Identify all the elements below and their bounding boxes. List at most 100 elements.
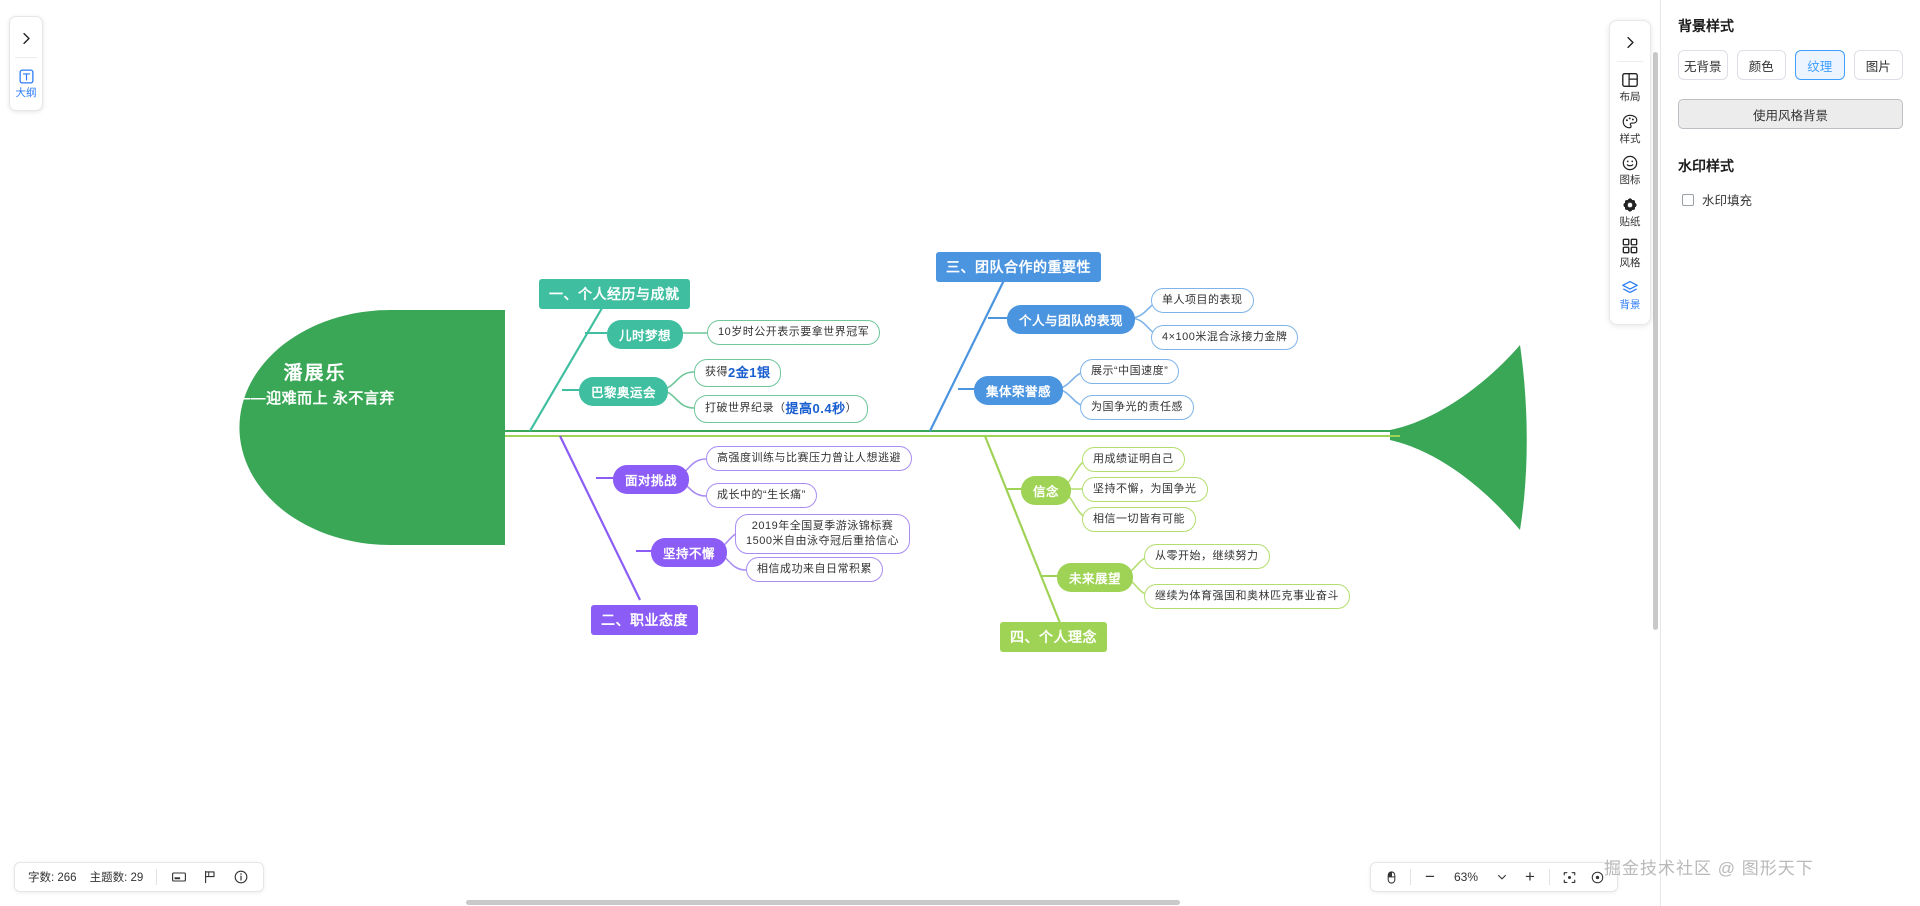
background-option-image[interactable]: 图片 (1853, 50, 1903, 80)
subtopic-node-3[interactable]: 面对挑战 (613, 465, 690, 494)
leaf-node-14[interactable]: 相信一切皆有可能 (1082, 507, 1196, 532)
leaf-2-highlight: 2金1银 (728, 365, 771, 380)
leaf-node-8[interactable]: 单人项目的表现 (1151, 288, 1254, 313)
subtopic-node-7[interactable]: 信念 (1021, 476, 1072, 505)
word-count: 字数: 266 (28, 872, 77, 884)
watermark-style-title: 水印样式 (1678, 158, 1734, 174)
chevron-right-icon (1626, 36, 1634, 48)
background-style-options: 无背景 颜色 纹理 图片 (1678, 50, 1903, 80)
watermark-fill-label: 水印填充 (1702, 194, 1753, 208)
leaf-3-highlight: 提高0.4秒 (785, 401, 846, 416)
leaf-node-1[interactable]: 10岁时公开表示要拿世界冠军 (707, 320, 881, 345)
left-toolbar: 大纲 (9, 16, 43, 111)
topic-count: 主题数: 29 (89, 872, 144, 884)
leaf-node-9[interactable]: 4×100米混合泳接力金牌 (1151, 325, 1299, 350)
grid-squares-icon (1620, 236, 1640, 256)
sidebar-item-style[interactable]: 样式 (1620, 108, 1641, 150)
sidebar-item-outline-label: 大纲 (15, 87, 37, 99)
mindmap-canvas[interactable]: 潘展乐 ——迎难而上 永不言弃 一、个人经历与成就 二、职业态度 三、团队合作的… (0, 0, 1660, 906)
background-style-title: 背景样式 (1678, 18, 1734, 34)
category-node-3[interactable]: 三、团队合作的重要性 (936, 252, 1101, 282)
sidebar-item-layout[interactable]: 布局 (1620, 66, 1641, 108)
fish-tail-shape (1390, 345, 1527, 530)
sidebar-item-background[interactable]: 背景 (1620, 274, 1641, 316)
rib-cat1 (529, 290, 613, 432)
category-node-2[interactable]: 二、职业态度 (591, 605, 698, 635)
zoom-divider-1 (1410, 869, 1411, 885)
subtopic-node-1[interactable]: 儿时梦想 (607, 320, 684, 349)
leaf-node-11[interactable]: 为国争光的责任感 (1080, 395, 1194, 420)
layers-icon (1620, 278, 1640, 298)
subtopic-node-4[interactable]: 坚持不懈 (651, 538, 728, 567)
sidebar-item-sticker-label: 贴纸 (1619, 215, 1641, 228)
canvas-horizontal-scrollbar[interactable] (0, 898, 1660, 906)
zoom-toolbar: − 63% + (1370, 862, 1618, 892)
info-circle-icon[interactable] (232, 868, 250, 886)
chevron-right-icon (22, 32, 30, 44)
right-toolbar-divider (1617, 61, 1643, 62)
sidebar-item-background-label: 背景 (1619, 298, 1641, 311)
mouse-pointer-icon[interactable] (1382, 868, 1400, 886)
sidebar-item-layout-label: 布局 (1619, 91, 1641, 103)
chevron-down-icon[interactable] (1493, 868, 1511, 886)
canvas-vertical-scrollbar[interactable] (1651, 0, 1659, 906)
leaf-node-4[interactable]: 高强度训练与比赛压力曾让人想逃避 (706, 446, 912, 471)
subtopic-node-2[interactable]: 巴黎奥运会 (579, 377, 669, 406)
sidebar-item-outline[interactable]: 大纲 (16, 64, 37, 102)
leaf-node-5[interactable]: 成长中的“生长痛” (706, 483, 817, 508)
left-panel-expand-button[interactable] (12, 23, 40, 53)
zoom-divider-2 (1549, 869, 1550, 885)
category-node-4[interactable]: 四、个人理念 (1000, 622, 1107, 652)
background-option-none[interactable]: 无背景 (1678, 50, 1728, 80)
layout-icon (1620, 70, 1640, 90)
leaf-node-3[interactable]: 打破世界纪录（提高0.4秒） (694, 395, 869, 423)
leaf-3-prefix: 打破世界纪录（ (705, 402, 786, 415)
watermark-fill-checkbox[interactable] (1682, 193, 1694, 206)
subtopic-node-5[interactable]: 个人与团队的表现 (1007, 305, 1136, 334)
leaf-node-10[interactable]: 展示“中国速度” (1080, 359, 1180, 384)
text-outline-icon (16, 66, 36, 86)
zoom-out-button[interactable]: − (1425, 867, 1435, 886)
background-settings-panel: 背景样式 无背景 颜色 纹理 图片 使用风格背景 水印样式 水印填充 (1660, 0, 1920, 906)
leaf-2-prefix: 获得 (705, 366, 728, 379)
use-style-background-button[interactable]: 使用风格背景 (1678, 99, 1903, 129)
rib-cat4 (983, 435, 1064, 629)
background-option-texture[interactable]: 纹理 (1795, 50, 1845, 80)
zoom-level-value: 63% (1453, 870, 1479, 884)
background-option-color[interactable]: 颜色 (1736, 50, 1786, 80)
leaf-node-12[interactable]: 用成绩证明自己 (1082, 447, 1185, 472)
smiley-icon (1620, 153, 1640, 173)
sidebar-item-theme[interactable]: 风格 (1620, 232, 1641, 274)
status-bar: 字数: 266 主题数: 29 (14, 862, 265, 892)
fit-screen-icon[interactable] (1560, 868, 1578, 886)
leaf-node-13[interactable]: 坚持不懈，为国争光 (1082, 477, 1208, 502)
sidebar-item-style-label: 样式 (1619, 132, 1641, 145)
status-divider (156, 869, 158, 885)
subtopic-node-6[interactable]: 集体荣誉感 (974, 376, 1064, 405)
canvas-hscroll-thumb[interactable] (466, 900, 1180, 905)
flag-outline-icon[interactable] (201, 868, 219, 886)
center-target-icon[interactable] (1588, 868, 1606, 886)
sidebar-item-icon-label: 图标 (1619, 174, 1641, 187)
sidebar-item-sticker[interactable]: 贴纸 (1620, 191, 1641, 233)
leaf-node-6[interactable]: 2019年全国夏季游泳锦标赛 1500米自由泳夺冠后重拾信心 (735, 514, 910, 554)
canvas-vscroll-thumb[interactable] (1653, 52, 1658, 630)
right-panel-collapse-button[interactable] (1615, 27, 1645, 57)
leaf-node-16[interactable]: 继续为体育强国和奥林匹克事业奋斗 (1144, 584, 1350, 609)
leaf-node-15[interactable]: 从零开始，继续努力 (1144, 544, 1270, 569)
subtopic-node-8[interactable]: 未来展望 (1057, 563, 1134, 592)
zoom-in-button[interactable]: + (1525, 867, 1535, 886)
sticker-flower-icon (1620, 195, 1640, 215)
watermark-fill-row[interactable]: 水印填充 (1678, 190, 1903, 209)
rib-cat3 (929, 267, 1011, 432)
fish-head-shape (239, 310, 505, 545)
leaf-3-suffix: ） (845, 402, 858, 415)
category-node-1[interactable]: 一、个人经历与成就 (539, 279, 690, 309)
note-icon[interactable] (170, 868, 188, 886)
sidebar-item-icon[interactable]: 图标 (1620, 149, 1641, 191)
palette-icon (1620, 112, 1640, 132)
leaf-node-7[interactable]: 相信成功来自日常积累 (746, 557, 883, 582)
sidebar-item-theme-label: 风格 (1619, 257, 1641, 270)
